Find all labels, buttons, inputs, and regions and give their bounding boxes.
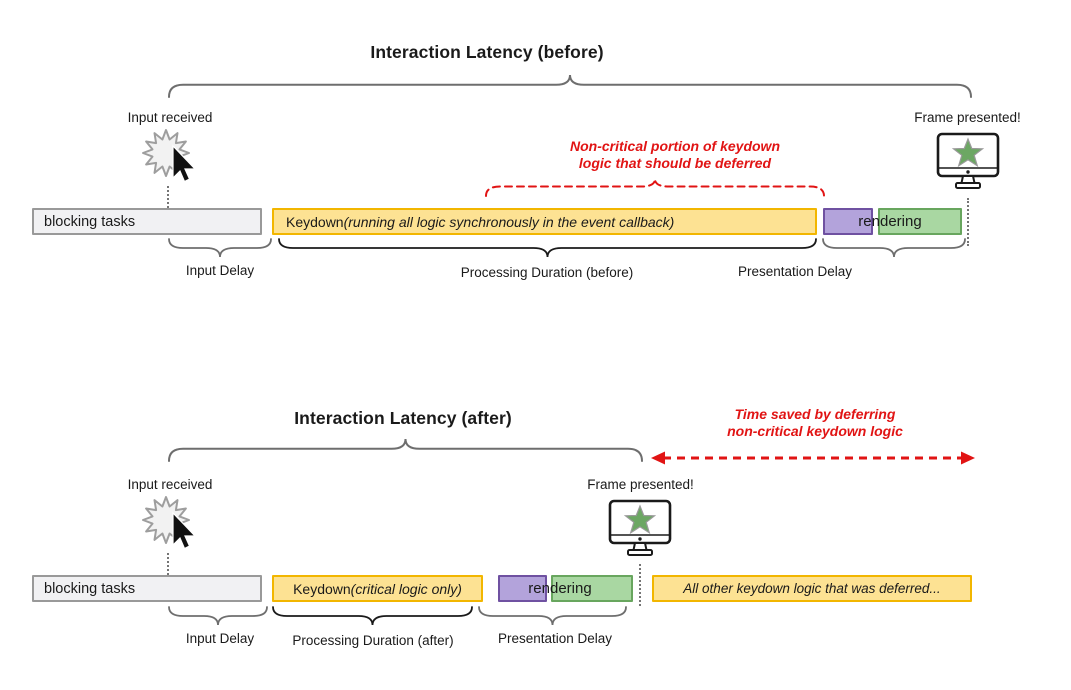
before-bar-keydown: Keydown (running all logic synchronously… (272, 208, 817, 235)
before-input-marker-line (167, 186, 169, 208)
before-red-annotation: Non-critical portion of keydown logic th… (525, 138, 825, 172)
cursor-icon (172, 144, 197, 183)
annotation-line-1: Time saved by deferring (734, 406, 896, 422)
bar-label: All other keydown logic that was deferre… (683, 581, 941, 596)
annotation-line-1: Non-critical portion of keydown (569, 138, 780, 154)
after-input-delay-label: Input Delay (185, 631, 255, 646)
before-processing-label: Processing Duration (before) (460, 265, 634, 280)
before-presentation-label: Presentation Delay (737, 264, 853, 279)
before-frame-marker-line (967, 198, 969, 246)
before-bar-green-segment (878, 208, 962, 235)
monitor-icon (608, 499, 672, 556)
after-processing-label: Processing Duration (after) (292, 633, 454, 648)
monitor-icon (936, 132, 1000, 189)
after-input-received-label: Input received (127, 477, 213, 492)
before-title: Interaction Latency (before) (370, 42, 604, 62)
before-input-delay-label: Input Delay (185, 263, 255, 278)
after-bar-purple-segment (498, 575, 547, 602)
bar-label: Keydown (293, 580, 351, 597)
bar-label: blocking tasks (44, 213, 136, 230)
before-presentation-brace (822, 238, 966, 258)
before-bar-blocking-tasks: blocking tasks (32, 208, 262, 235)
bar-label: Keydown (286, 213, 344, 230)
bar-label-italic: (critical logic only) (350, 580, 462, 597)
click-burst-icon (142, 496, 197, 550)
star-icon (951, 137, 985, 168)
after-bar-blocking-tasks: blocking tasks (32, 575, 262, 602)
after-processing-brace (272, 606, 473, 626)
before-rendering-label: rendering (858, 213, 922, 230)
bar-label: blocking tasks (44, 580, 136, 597)
after-bar-deferred: All other keydown logic that was deferre… (652, 575, 972, 602)
arrowhead-left (651, 451, 665, 465)
before-frame-presented-label: Frame presented! (914, 110, 1021, 125)
star-icon (623, 504, 657, 535)
after-rendering-label: rendering (528, 580, 592, 597)
after-bar-green-segment (551, 575, 633, 602)
click-burst-icon (142, 129, 197, 183)
cursor-icon (172, 511, 197, 550)
before-deferred-portion-brace (485, 178, 825, 197)
arrowhead-right (961, 451, 975, 465)
after-frame-marker-line (639, 564, 641, 606)
before-latency-brace (168, 74, 972, 98)
before-input-received-label: Input received (127, 110, 213, 125)
after-input-marker-line (167, 553, 169, 575)
after-latency-brace (168, 438, 643, 462)
annotation-line-2: non-critical keydown logic (727, 423, 903, 439)
bar-label-italic: (running all logic synchronously in the … (343, 213, 675, 230)
after-frame-presented-label: Frame presented! (587, 477, 694, 492)
burst-shape (142, 129, 190, 177)
after-title: Interaction Latency (after) (294, 408, 512, 428)
burst-shape (142, 496, 190, 544)
before-bar-purple-segment (823, 208, 873, 235)
time-saved-arrow (651, 451, 975, 465)
before-input-delay-brace (168, 238, 272, 258)
after-presentation-label: Presentation Delay (497, 631, 613, 646)
before-processing-brace (278, 238, 817, 258)
after-input-delay-brace (168, 606, 268, 626)
after-bar-keydown: Keydown (critical logic only) (272, 575, 483, 602)
after-red-annotation: Time saved by deferring non-critical key… (665, 406, 965, 440)
annotation-line-2: logic that should be deferred (578, 155, 772, 171)
after-presentation-brace (478, 606, 627, 626)
